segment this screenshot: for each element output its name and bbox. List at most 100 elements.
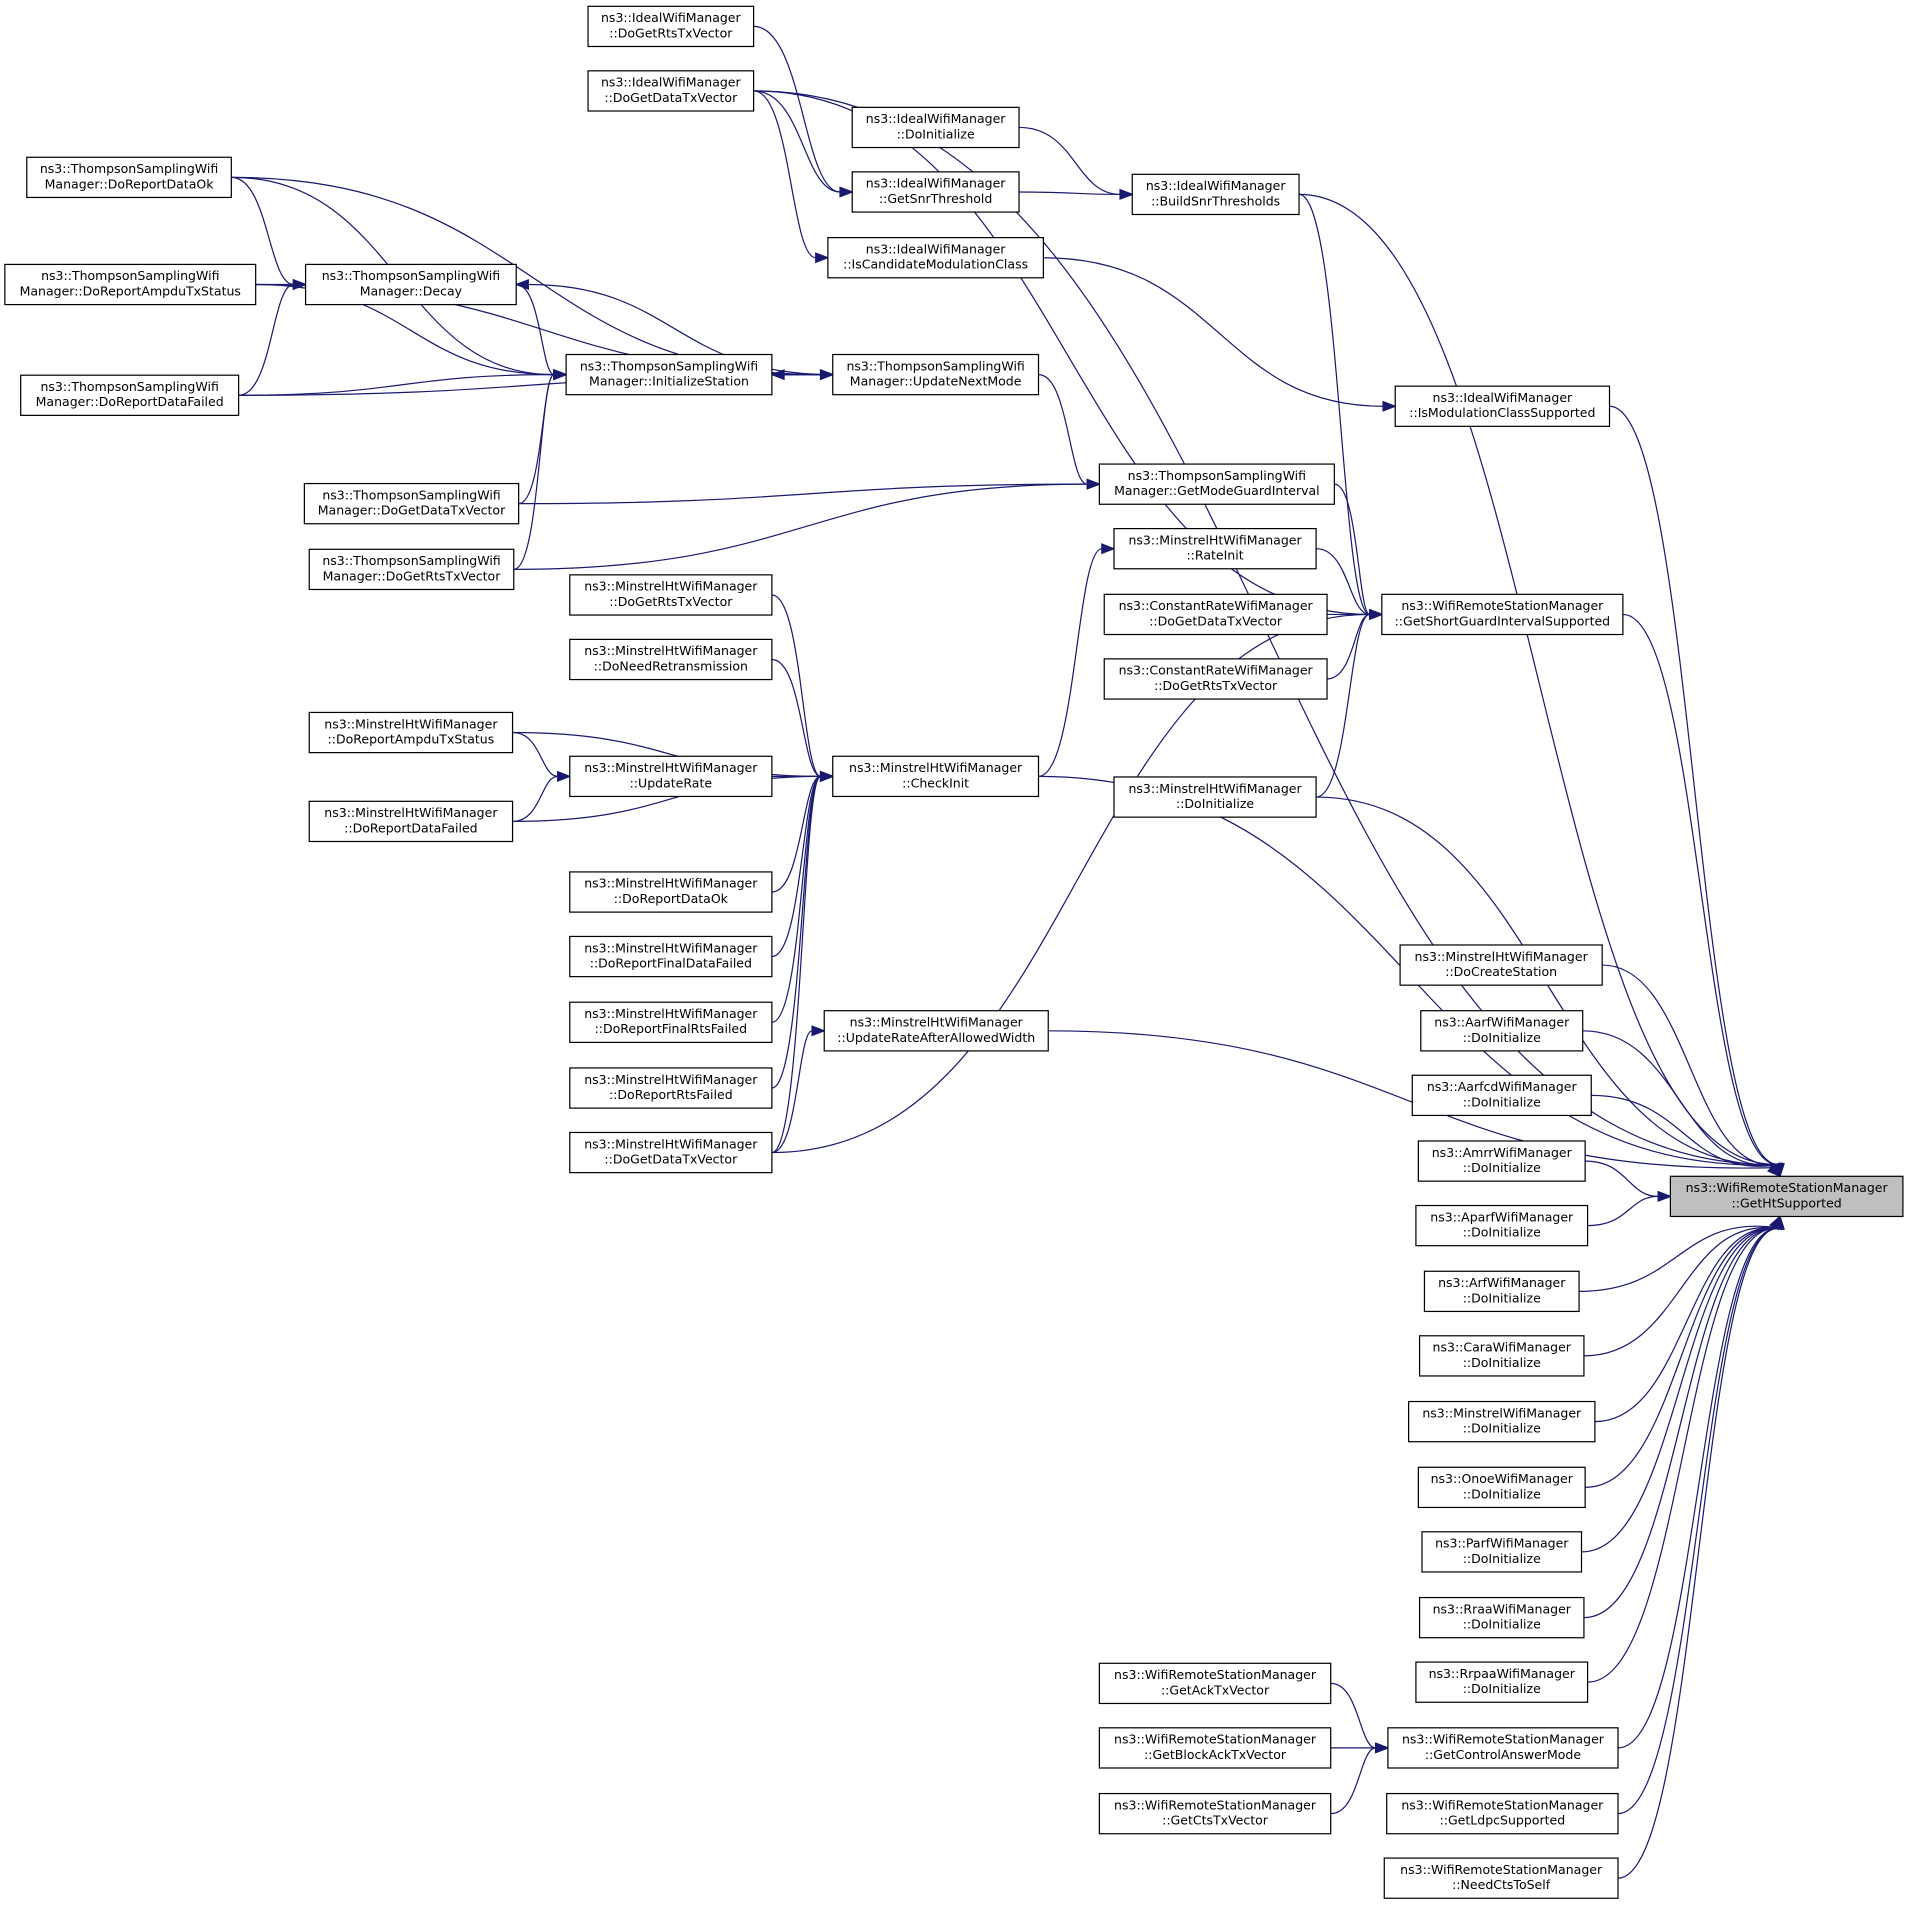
function-node[interactable]: ns3::ThompsonSamplingWifiManager::Initia… bbox=[565, 353, 773, 396]
function-node[interactable]: ns3::WifiRemoteStationManager::GetShortG… bbox=[1381, 593, 1624, 636]
root-node[interactable]: ns3::WifiRemoteStationManager::GetHtSupp… bbox=[1669, 1175, 1904, 1218]
function-node[interactable]: ns3::MinstrelHtWifiManager::DoCreateStat… bbox=[1399, 944, 1603, 986]
node-label: ns3::ThompsonSamplingWifi bbox=[322, 487, 500, 502]
function-node[interactable]: ns3::ThompsonSamplingWifiManager::GetMod… bbox=[1098, 463, 1335, 505]
call-edge bbox=[1043, 257, 1384, 407]
function-node[interactable]: ns3::ParfWifiManager::DoInitialize bbox=[1421, 1531, 1583, 1573]
function-node[interactable]: ns3::MinstrelHtWifiManager::DoInitialize bbox=[1113, 776, 1317, 818]
function-node[interactable]: ns3::OnoeWifiManager::DoInitialize bbox=[1417, 1466, 1586, 1509]
function-node[interactable]: ns3::WifiRemoteStationManager::GetContro… bbox=[1387, 1727, 1619, 1769]
function-node[interactable]: ns3::ThompsonSamplingWifiManager::DoGetD… bbox=[303, 482, 520, 525]
function-node[interactable]: ns3::MinstrelHtWifiManager::CheckInit bbox=[832, 755, 1040, 798]
function-node[interactable]: ns3::AmrrWifiManager::DoInitialize bbox=[1417, 1140, 1586, 1182]
call-edge bbox=[771, 775, 821, 893]
arrowhead-icon bbox=[556, 770, 572, 782]
function-node[interactable]: ns3::IdealWifiManager::DoGetRtsTxVector bbox=[587, 5, 755, 48]
node-label: ::UpdateRateAfterAllowedWidth bbox=[837, 1030, 1035, 1045]
node-label: ::DoInitialize bbox=[1463, 1094, 1541, 1109]
function-node[interactable]: ns3::IdealWifiManager::GetSnrThreshold bbox=[851, 171, 1020, 213]
function-node[interactable]: ns3::ThompsonSamplingWifiManager::DoRepo… bbox=[4, 263, 257, 306]
function-node[interactable]: ns3::MinstrelHtWifiManager::DoReportAmpd… bbox=[308, 711, 514, 754]
node-label: ::DoInitialize bbox=[1463, 1551, 1541, 1566]
node-label: ::DoNeedRetransmission bbox=[594, 658, 748, 673]
function-node[interactable]: ns3::MinstrelHtWifiManager::DoReportData… bbox=[569, 871, 773, 913]
function-node[interactable]: ns3::RrpaaWifiManager::DoInitialize bbox=[1415, 1661, 1589, 1703]
node-box bbox=[1131, 173, 1300, 216]
node-box bbox=[1113, 776, 1317, 818]
arrowhead-icon bbox=[1375, 1742, 1390, 1754]
function-node[interactable]: ns3::ConstantRateWifiManager::DoGetRtsTx… bbox=[1103, 658, 1328, 700]
function-node[interactable]: ns3::ThompsonSamplingWifiManager::Update… bbox=[832, 353, 1040, 396]
function-node[interactable]: ns3::MinstrelHtWifiManager::DoReportRtsF… bbox=[569, 1067, 773, 1109]
node-label: ::DoInitialize bbox=[1463, 1355, 1541, 1370]
function-node[interactable]: ns3::MinstrelHtWifiManager::DoGetDataTxV… bbox=[569, 1131, 773, 1174]
function-node[interactable]: ns3::MinstrelHtWifiManager::RateInit bbox=[1113, 527, 1317, 570]
function-node[interactable]: ns3::MinstrelHtWifiManager::DoGetRtsTxVe… bbox=[569, 574, 773, 616]
function-node[interactable]: ns3::MinstrelHtWifiManager::UpdateRateAf… bbox=[823, 1010, 1049, 1052]
node-box bbox=[1383, 1857, 1619, 1899]
node-label: ::DoInitialize bbox=[1463, 1421, 1541, 1436]
node-label: ::DoInitialize bbox=[1463, 1225, 1541, 1240]
function-node[interactable]: ns3::ThompsonSamplingWifiManager::DoGetR… bbox=[308, 548, 515, 591]
node-label: Manager::Decay bbox=[360, 283, 463, 298]
node-label: ns3::IdealWifiManager bbox=[1433, 390, 1574, 405]
function-node[interactable]: ns3::ThompsonSamplingWifiManager::DoRepo… bbox=[26, 156, 232, 199]
function-node[interactable]: ns3::MinstrelHtWifiManager::DoNeedRetran… bbox=[569, 638, 773, 681]
arrowhead-icon bbox=[292, 278, 308, 291]
node-label: ns3::IdealWifiManager bbox=[601, 75, 742, 90]
node-label: ns3::MinstrelHtWifiManager bbox=[1128, 532, 1302, 547]
call-edge bbox=[1038, 548, 1103, 777]
call-edge bbox=[753, 25, 841, 193]
function-node[interactable]: ns3::WifiRemoteStationManager::GetAckTxV… bbox=[1098, 1662, 1332, 1705]
function-node[interactable]: ns3::IdealWifiManager::IsModulationClass… bbox=[1394, 385, 1611, 427]
function-node[interactable]: ns3::RraaWifiManager::DoInitialize bbox=[1418, 1596, 1585, 1639]
function-node[interactable]: ns3::WifiRemoteStationManager::GetBlockA… bbox=[1098, 1727, 1332, 1769]
call-edge bbox=[771, 775, 821, 958]
function-node[interactable]: ns3::ArfWifiManager::DoInitialize bbox=[1423, 1270, 1580, 1313]
arrowhead-icon bbox=[1382, 400, 1397, 412]
node-label: ns3::ConstantRateWifiManager bbox=[1119, 598, 1314, 613]
call-edge bbox=[1583, 1226, 1777, 1357]
node-box bbox=[569, 1001, 773, 1043]
function-node[interactable]: ns3::MinstrelHtWifiManager::DoReportFina… bbox=[569, 935, 773, 978]
node-label: Manager::InitializeStation bbox=[589, 374, 749, 389]
arrowhead-icon bbox=[819, 770, 835, 782]
node-label: ::DoInitialize bbox=[1463, 1290, 1541, 1305]
function-node[interactable]: ns3::ConstantRateWifiManager::DoGetDataT… bbox=[1103, 593, 1328, 636]
function-node[interactable]: ns3::AarfcdWifiManager::DoInitialize bbox=[1411, 1074, 1592, 1117]
function-node[interactable]: ns3::IdealWifiManager::BuildSnrThreshold… bbox=[1131, 173, 1300, 216]
node-label: ns3::MinstrelHtWifiManager bbox=[584, 940, 758, 955]
node-label: ns3::IdealWifiManager bbox=[866, 241, 1007, 256]
call-edge bbox=[1602, 964, 1779, 1166]
node-box bbox=[1387, 1727, 1619, 1769]
node-label: ::DoInitialize bbox=[1463, 1160, 1541, 1175]
function-node[interactable]: ns3::WifiRemoteStationManager::GetLdpcSu… bbox=[1386, 1792, 1619, 1835]
function-node[interactable]: ns3::MinstrelWifiManager::DoInitialize bbox=[1408, 1400, 1596, 1443]
node-box bbox=[308, 548, 515, 591]
node-box bbox=[1098, 1727, 1332, 1769]
function-node[interactable]: ns3::MinstrelHtWifiManager::DoReportFina… bbox=[569, 1001, 773, 1043]
call-edge bbox=[1334, 483, 1371, 616]
node-label: ns3::ThompsonSamplingWifi bbox=[322, 268, 500, 283]
function-node[interactable]: ns3::AparfWifiManager::DoInitialize bbox=[1415, 1204, 1589, 1247]
function-node[interactable]: ns3::AarfWifiManager::DoInitialize bbox=[1420, 1010, 1584, 1052]
function-node[interactable]: ns3::WifiRemoteStationManager::GetCtsTxV… bbox=[1098, 1792, 1332, 1835]
function-node[interactable]: ns3::ThompsonSamplingWifiManager::DoRepo… bbox=[20, 374, 240, 416]
function-node[interactable]: ns3::IdealWifiManager::DoInitialize bbox=[851, 106, 1020, 149]
call-edge bbox=[516, 283, 555, 376]
function-node[interactable]: ns3::IdealWifiManager::IsCandidateModula… bbox=[827, 237, 1044, 279]
node-box bbox=[1098, 463, 1335, 505]
function-node[interactable]: ns3::IdealWifiManager::DoGetDataTxVector bbox=[587, 70, 755, 112]
function-node[interactable]: ns3::MinstrelHtWifiManager::DoReportData… bbox=[308, 800, 514, 843]
node-box bbox=[569, 1067, 773, 1109]
function-node[interactable]: ns3::WifiRemoteStationManager::NeedCtsTo… bbox=[1383, 1857, 1619, 1899]
node-label: ns3::WifiRemoteStationManager bbox=[1401, 1797, 1604, 1812]
node-box bbox=[303, 482, 520, 525]
node-label: ::DoInitialize bbox=[1463, 1617, 1541, 1632]
node-label: ns3::IdealWifiManager bbox=[866, 111, 1007, 126]
function-node[interactable]: ns3::CaraWifiManager::DoInitialize bbox=[1418, 1335, 1585, 1377]
node-box bbox=[1415, 1204, 1589, 1247]
function-node[interactable]: ns3::MinstrelHtWifiManager::UpdateRate bbox=[569, 755, 773, 798]
node-label: ::GetShortGuardIntervalSupported bbox=[1395, 613, 1611, 628]
